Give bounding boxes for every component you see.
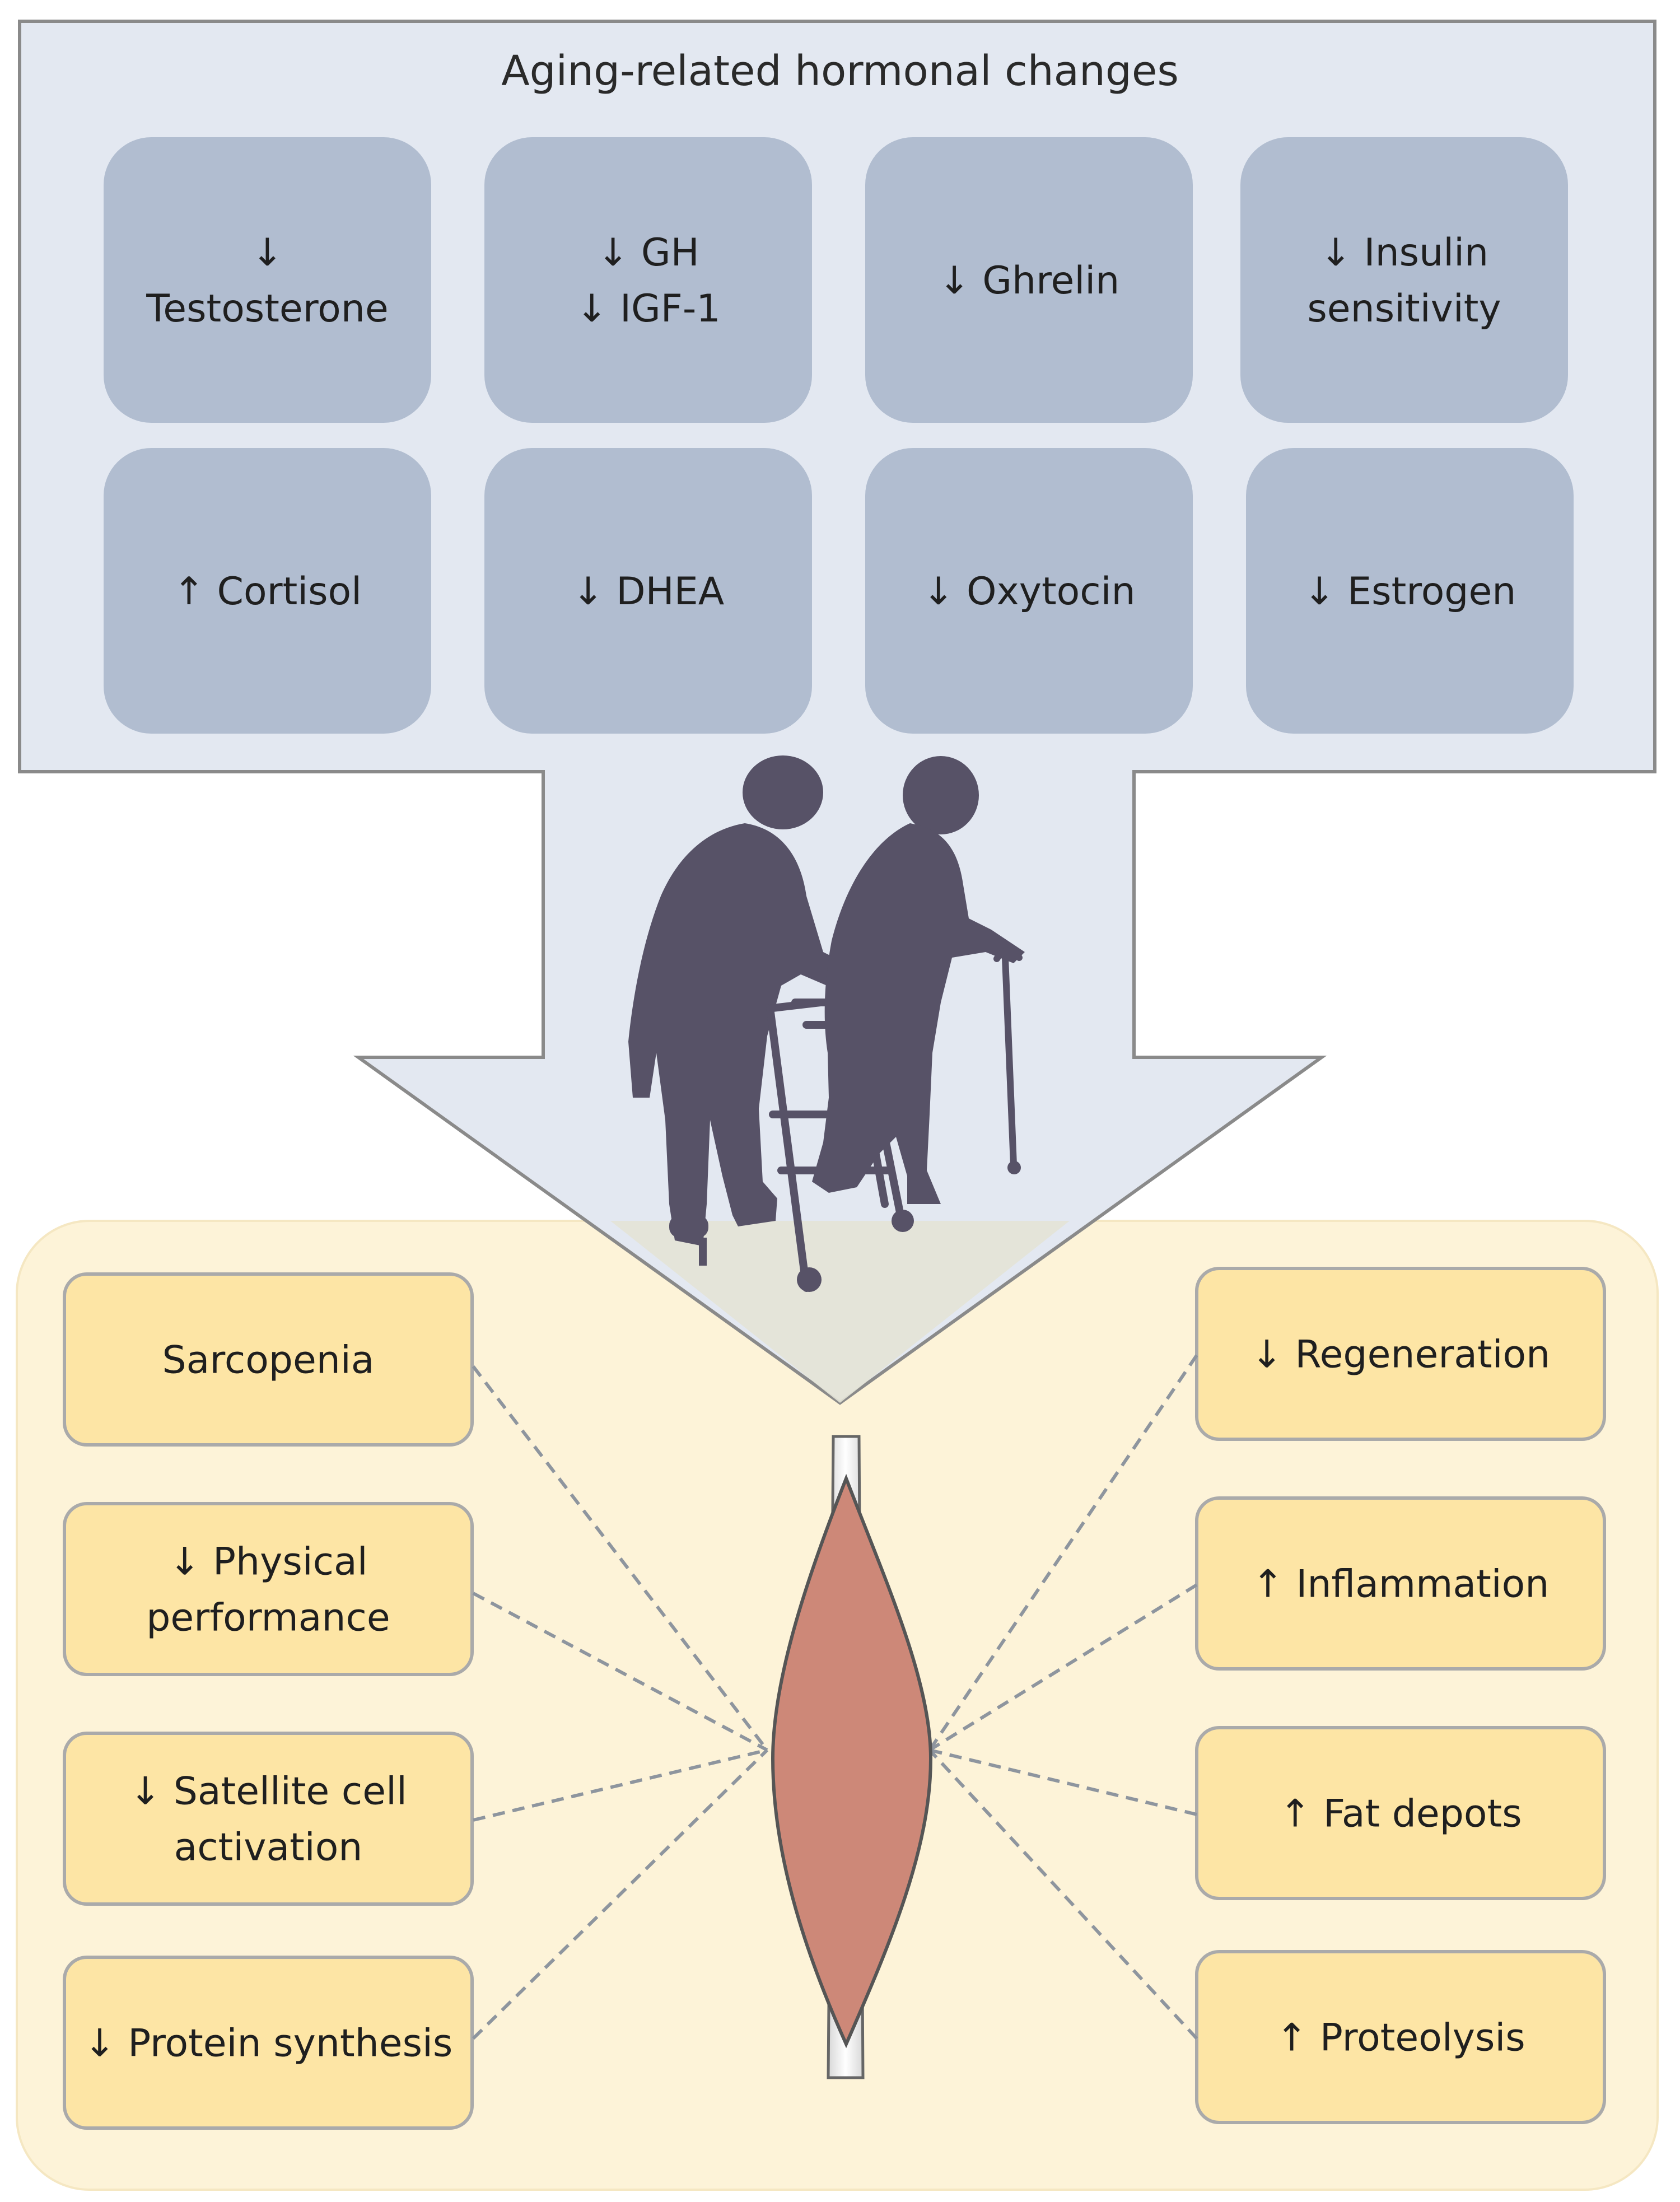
hormone-box-bg xyxy=(1246,448,1574,734)
connector-lines xyxy=(472,1354,1198,2040)
box-label-line: performance xyxy=(146,1596,390,1640)
box-label-line: sensitivity xyxy=(1307,287,1501,331)
elderly-couple-silhouette-icon xyxy=(628,755,1025,1292)
box-label-line: ↓ Physical xyxy=(169,1540,367,1584)
effect-box-bg xyxy=(63,1732,474,1906)
effect-box-bg xyxy=(63,1956,474,2130)
hormone-box-dhea: ↓ DHEA xyxy=(484,448,812,734)
box-label-line: ↓ IGF-1 xyxy=(576,287,720,331)
muscle-belly xyxy=(771,1473,933,2049)
box-label-line: ↓ Ghrelin xyxy=(939,259,1120,303)
hormone-box-bg xyxy=(865,137,1193,423)
hormone-box-bg xyxy=(484,137,812,423)
connector-line xyxy=(472,1592,768,1752)
box-label-line: ↓ Oxytocin xyxy=(922,570,1135,614)
hormone-box-testosterone: ↓ Testosterone xyxy=(104,137,431,423)
hormone-box-bg xyxy=(104,137,431,423)
effect-box-inflammation: ↑ Inflammation xyxy=(1195,1496,1606,1671)
box-label-line: activation xyxy=(174,1826,363,1870)
hormone-box-bg xyxy=(104,448,431,734)
muscle-icon xyxy=(771,1435,933,2079)
effect-box-bg xyxy=(63,1502,474,1676)
hormone-box-estrogen: ↓ Estrogen xyxy=(1246,448,1574,734)
hormone-box-bg xyxy=(484,448,812,734)
effect-box-list: Sarcopenia ↓ Physical performance ↓ Satelli… xyxy=(63,1267,1606,2130)
elderly-man-silhouette xyxy=(628,755,862,1266)
box-label-line: Testosterone xyxy=(146,287,388,331)
box-label-line: ↑ Fat depots xyxy=(1279,1792,1522,1836)
box-label-line: ↓ Satellite cell xyxy=(129,1770,407,1814)
effect-box-protein-synthesis: ↓ Protein synthesis xyxy=(63,1956,474,2130)
connector-line xyxy=(928,1748,1198,2040)
hormone-box-gh-igf-1: ↓ GH ↓ IGF-1 xyxy=(484,137,812,423)
box-label-line: ↓ Insulin xyxy=(1320,231,1488,275)
box-label-line: ↑ Proteolysis xyxy=(1276,2016,1525,2060)
effect-box-sarcopenia: Sarcopenia xyxy=(63,1272,474,1447)
effect-box-regeneration: ↓ Regeneration xyxy=(1195,1267,1606,1441)
box-label-line: ↓ Estrogen xyxy=(1304,570,1516,614)
connector-line xyxy=(472,1748,769,2040)
effect-box-bg xyxy=(1195,1496,1606,1671)
hormone-box-ghrelin: ↓ Ghrelin xyxy=(865,137,1193,423)
hormone-box-bg xyxy=(1240,137,1568,423)
effect-box-physical-performance: ↓ Physical performance xyxy=(63,1502,474,1676)
hormone-box-grid: ↓ Testosterone ↓ GH ↓ IGF-1 ↓ Ghrelin ↓ Insul… xyxy=(104,137,1574,734)
hormone-box-insulin-sensitivity: ↓ Insulin sensitivity xyxy=(1240,137,1568,423)
box-label-line: ↓ Protein synthesis xyxy=(84,2022,453,2066)
box-label-line: ↑ Inflammation xyxy=(1252,1562,1550,1607)
elderly-woman-silhouette xyxy=(812,756,1025,1204)
connector-line xyxy=(928,1583,1198,1752)
box-label-line: ↓ DHEA xyxy=(572,570,725,614)
effect-box-bg xyxy=(1195,1267,1606,1441)
effect-box-satellite-cell-activation: ↓ Satellite cell activation xyxy=(63,1732,474,1906)
box-label-line: ↓ GH xyxy=(597,231,699,275)
hormone-box-cortisol: ↑ Cortisol xyxy=(104,448,431,734)
box-label-line: ↑ Cortisol xyxy=(173,570,362,614)
box-label-line: ↓ Regeneration xyxy=(1251,1333,1550,1377)
effect-box-proteolysis: ↑ Proteolysis xyxy=(1195,1950,1606,2124)
hormone-box-oxytocin: ↓ Oxytocin xyxy=(865,448,1193,734)
hormone-box-bg xyxy=(865,448,1193,734)
cane-icon xyxy=(993,947,1023,1168)
effect-box-fat-depots: ↑ Fat depots xyxy=(1195,1726,1606,1900)
effect-box-bg xyxy=(63,1272,474,1447)
box-label-line: Sarcopenia xyxy=(162,1338,375,1383)
arrow-tip-overlap xyxy=(610,1221,1070,1403)
connector-line xyxy=(473,1748,768,1822)
hormone-section-title: Aging-related hormonal changes xyxy=(501,47,1179,95)
box-label-line: ↓ xyxy=(251,231,283,275)
connector-line xyxy=(929,1748,1197,1816)
